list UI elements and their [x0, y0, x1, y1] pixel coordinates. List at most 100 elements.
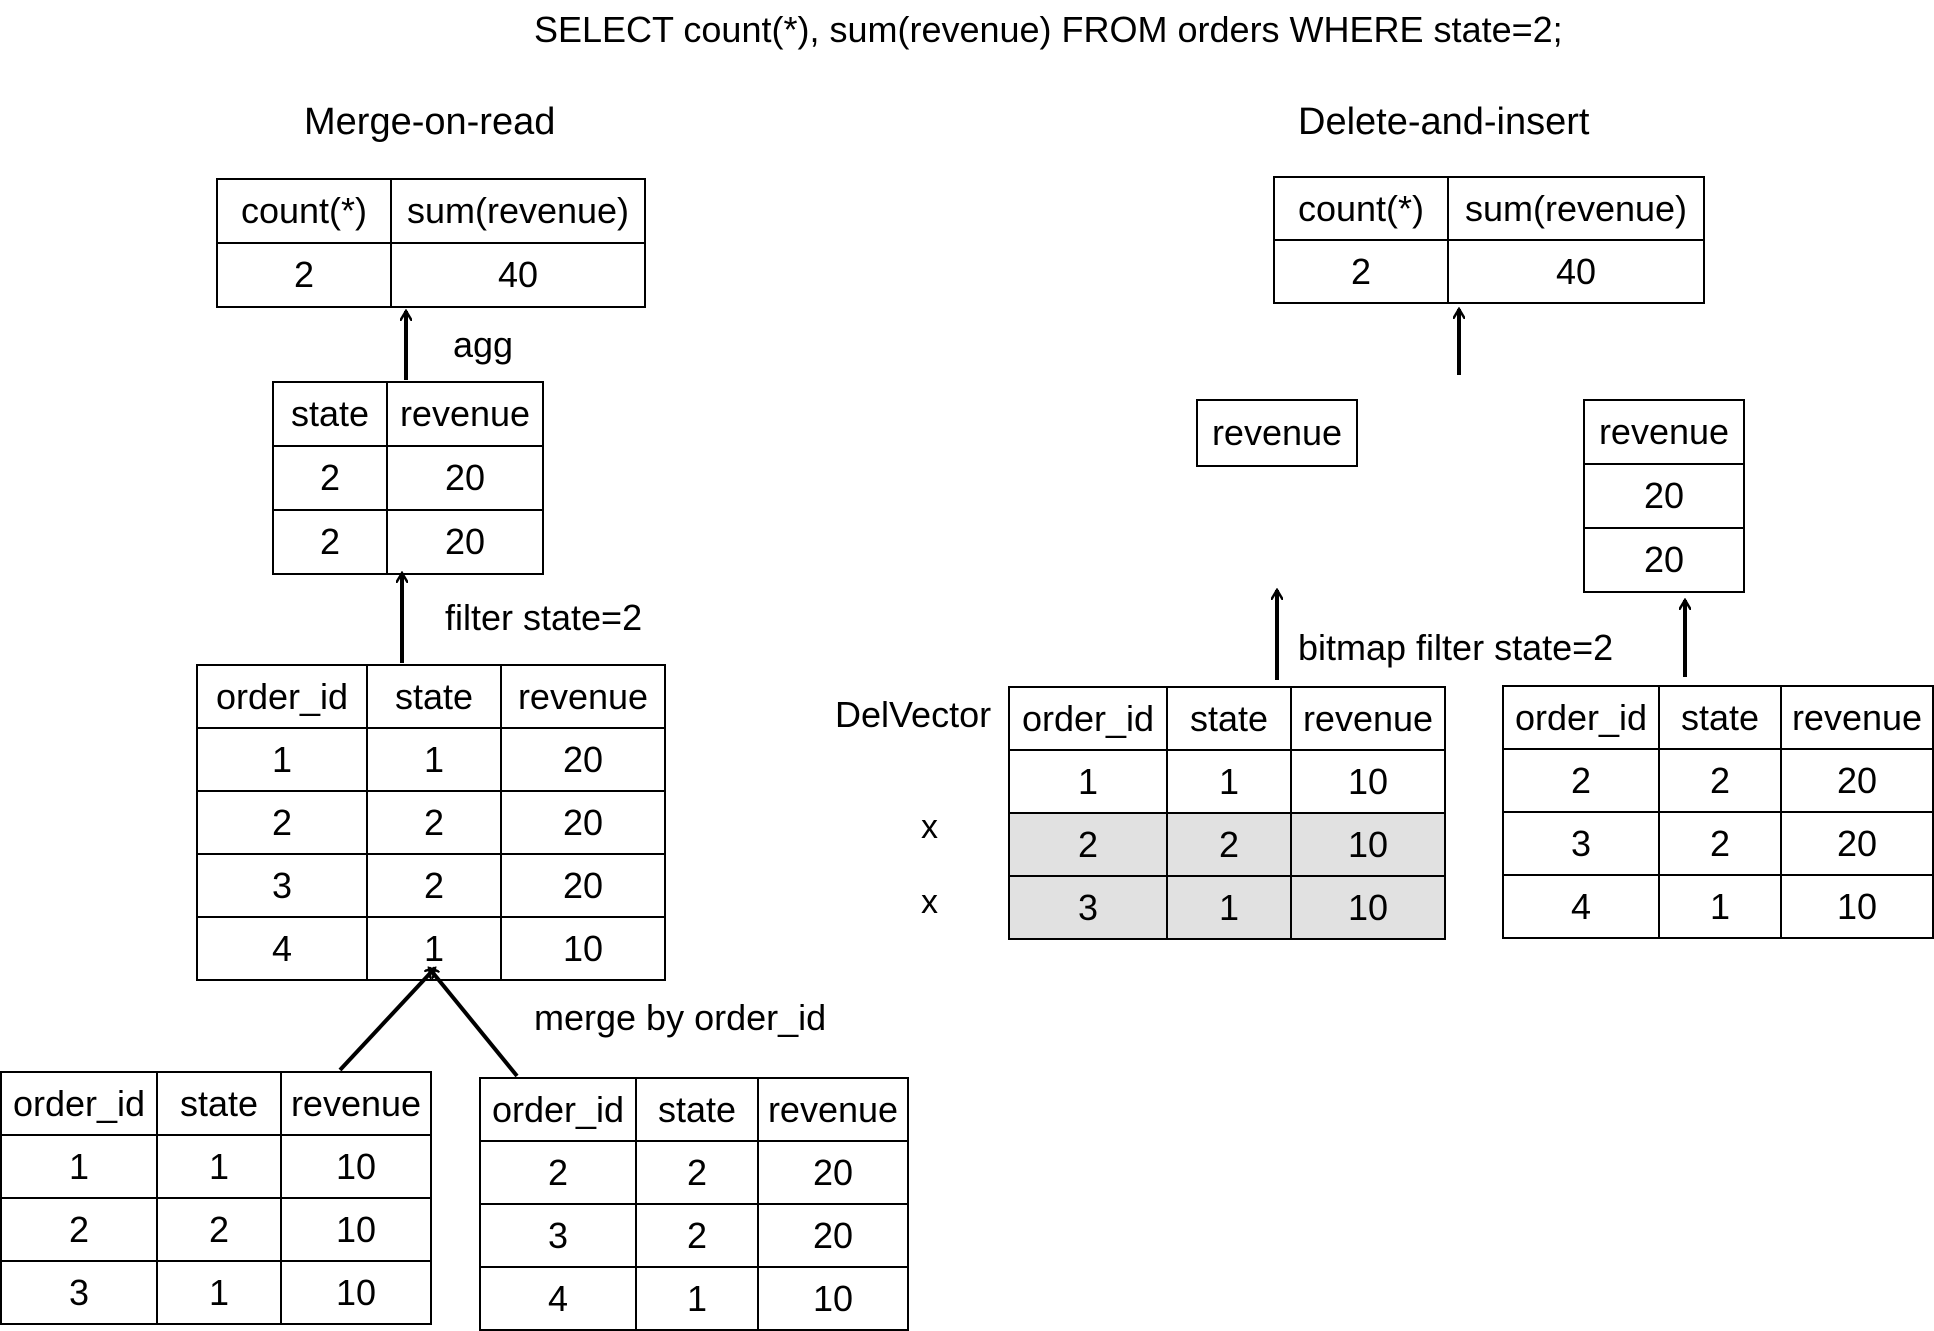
table-cell: 20: [1780, 811, 1934, 876]
table-cell: 2: [1008, 812, 1168, 877]
dai-left-revenue-table: revenue: [1196, 399, 1358, 467]
table-cell: 20: [757, 1203, 909, 1268]
merge-arrow-right: [427, 968, 519, 1078]
column-header: order_id: [479, 1077, 637, 1142]
column-header: state: [272, 381, 388, 447]
table-cell: 40: [390, 242, 646, 308]
table-cell: 2: [1166, 812, 1292, 877]
table-cell: 2: [272, 509, 388, 575]
table-cell: 1: [1166, 875, 1292, 940]
column-header: revenue: [1583, 399, 1745, 465]
table-cell: 1: [1166, 749, 1292, 814]
table-cell: 2: [366, 853, 502, 918]
query-text: SELECT count(*), sum(revenue) FROM order…: [534, 9, 1563, 50]
column-header: revenue: [1290, 686, 1446, 751]
column-header: state: [366, 664, 502, 729]
table-cell: 2: [635, 1140, 759, 1205]
table-cell: 10: [1290, 875, 1446, 940]
merge-arrow-left: [338, 968, 435, 1072]
column-header: count(*): [216, 178, 392, 244]
delvector-mark-row-3: x: [921, 883, 938, 921]
table-cell: 10: [1780, 874, 1934, 939]
table-cell: 20: [757, 1140, 909, 1205]
mor-agg-label: agg: [453, 324, 514, 365]
mor-filter-label: filter state=2: [445, 597, 643, 638]
column-header: revenue: [280, 1071, 432, 1136]
table-cell: 3: [196, 853, 368, 918]
merge-on-read-title: Merge-on-read: [304, 101, 556, 143]
table-cell: 2: [156, 1197, 282, 1262]
table-header-row: revenue: [1196, 399, 1358, 467]
dai-filter-label: bitmap filter state=2: [1298, 627, 1614, 668]
table-cell: 40: [1447, 239, 1705, 304]
table-cell: 2: [1658, 748, 1782, 813]
table-cell: 1: [0, 1134, 158, 1199]
table-cell: 3: [479, 1203, 637, 1268]
column-header: sum(revenue): [1447, 176, 1705, 241]
column-header: state: [1166, 686, 1292, 751]
table-cell: 2: [635, 1203, 759, 1268]
delvector-mark-row-2: x: [921, 808, 938, 846]
table-cell: 4: [196, 916, 368, 981]
column-header: revenue: [1780, 685, 1934, 750]
table-cell: 2: [196, 790, 368, 855]
column-header: state: [1658, 685, 1782, 750]
table-cell: 3: [1008, 875, 1168, 940]
table-cell: 1: [366, 916, 502, 981]
table-cell: 10: [500, 916, 666, 981]
table-cell: 10: [280, 1134, 432, 1199]
table-cell: 20: [1583, 463, 1745, 529]
table-cell: 3: [0, 1260, 158, 1325]
table-cell: 10: [1290, 749, 1446, 814]
table-cell: 1: [1008, 749, 1168, 814]
table-cell: 2: [272, 445, 388, 511]
column-header: state: [156, 1071, 282, 1136]
delete-and-insert-title: Delete-and-insert: [1298, 101, 1590, 143]
table-cell: 20: [1583, 527, 1745, 593]
table-cell: 2: [1658, 811, 1782, 876]
table-cell: 1: [1658, 874, 1782, 939]
table-cell: 20: [500, 853, 666, 918]
table-cell: 2: [1273, 239, 1449, 304]
column-header: revenue: [386, 381, 544, 447]
table-cell: 2: [1502, 748, 1660, 813]
table-cell: 1: [156, 1260, 282, 1325]
table-cell: 20: [386, 445, 544, 511]
column-header: sum(revenue): [390, 178, 646, 244]
table-cell: 1: [156, 1134, 282, 1199]
column-header: revenue: [1196, 399, 1358, 467]
column-header: order_id: [1502, 685, 1660, 750]
table-cell: 1: [196, 727, 368, 792]
mor-merge-label: merge by order_id: [534, 997, 827, 1038]
table-header-row: revenue: [1583, 399, 1745, 465]
column-header: revenue: [500, 664, 666, 729]
table-cell: 20: [500, 727, 666, 792]
column-header: order_id: [196, 664, 368, 729]
table-cell: 20: [1780, 748, 1934, 813]
table-cell: 1: [635, 1266, 759, 1331]
